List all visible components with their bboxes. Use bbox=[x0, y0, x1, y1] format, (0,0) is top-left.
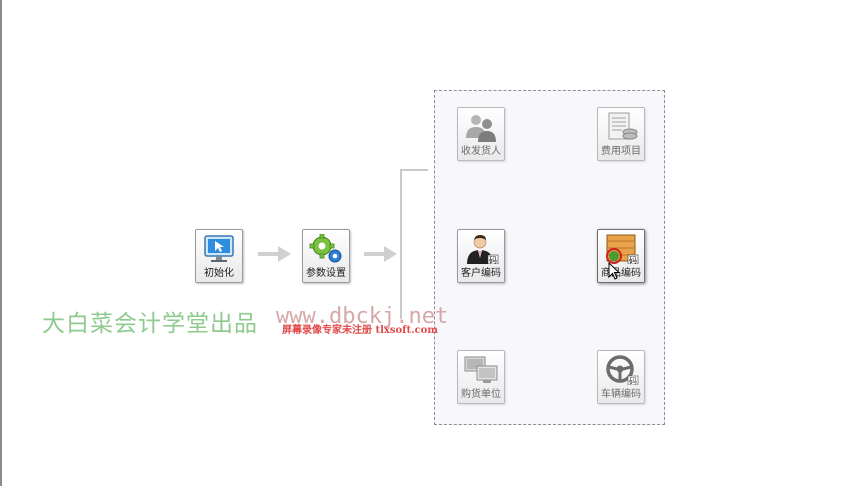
left-border bbox=[0, 0, 2, 486]
recorder-watermark: 屏幕录像专家未注册 tlxsoft.com bbox=[282, 325, 438, 336]
init-button[interactable]: 初始化 bbox=[195, 229, 243, 283]
svg-text:码: 码 bbox=[629, 256, 637, 264]
url-watermark: www.dbckj.net bbox=[276, 304, 449, 329]
supplier-button[interactable]: 购货单位 bbox=[457, 350, 505, 404]
goods-code-label: 商品编码 bbox=[601, 268, 641, 279]
goods-code-button[interactable]: 码 商品编码 bbox=[597, 229, 645, 283]
crate-icon: 码 bbox=[606, 234, 639, 264]
steering-wheel-icon: 码 bbox=[606, 355, 639, 385]
monitor-icon bbox=[204, 235, 234, 262]
people-icon bbox=[466, 115, 496, 142]
expense-button[interactable]: 费用项目 bbox=[597, 107, 645, 161]
customer-code-label: 客户编码 bbox=[461, 268, 501, 279]
shipper-button[interactable]: 收发货人 bbox=[457, 107, 505, 161]
svg-text:码: 码 bbox=[629, 377, 637, 385]
svg-text:码: 码 bbox=[489, 256, 497, 264]
customer-icon: 码 bbox=[467, 235, 499, 264]
expense-label: 费用项目 bbox=[601, 146, 641, 157]
params-label: 参数设置 bbox=[306, 268, 346, 279]
gears-icon bbox=[309, 234, 342, 263]
document-coins-icon bbox=[608, 112, 638, 140]
params-button[interactable]: 参数设置 bbox=[302, 229, 350, 283]
computers-icon bbox=[464, 356, 498, 383]
supplier-label: 购货单位 bbox=[461, 389, 501, 400]
brand-watermark: 大白菜会计学堂出品 bbox=[42, 311, 258, 337]
customer-code-button[interactable]: 码 客户编码 bbox=[457, 229, 505, 283]
shipper-label: 收发货人 bbox=[461, 146, 501, 157]
flow-arrow-icon bbox=[364, 246, 397, 262]
vehicle-code-button[interactable]: 码 车辆编码 bbox=[597, 350, 645, 404]
mouse-cursor-icon bbox=[608, 262, 621, 280]
vehicle-code-label: 车辆编码 bbox=[601, 389, 641, 400]
flow-bracket bbox=[400, 169, 428, 319]
flow-arrow-icon bbox=[258, 246, 291, 262]
init-label: 初始化 bbox=[204, 268, 234, 279]
